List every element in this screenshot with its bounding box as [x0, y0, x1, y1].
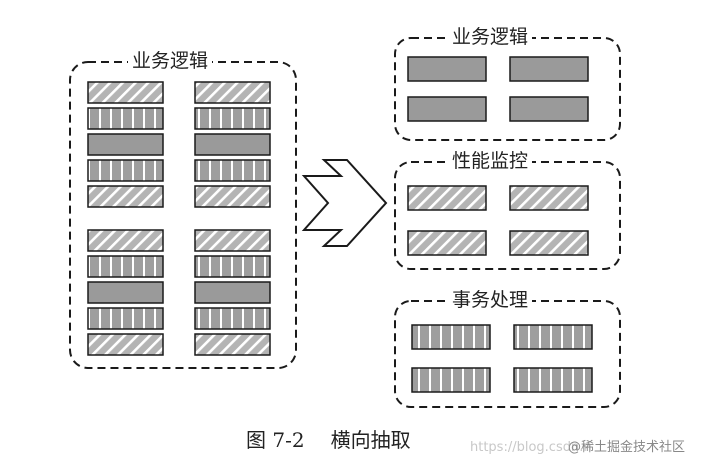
band-vertical [194, 159, 271, 182]
band-vertical [194, 107, 271, 130]
band-solid [194, 281, 271, 304]
vertical-block [513, 367, 593, 393]
left-stack-top-left [87, 81, 164, 208]
band-vertical [87, 255, 164, 278]
figure-title: 横向抽取 [330, 428, 411, 452]
band-diagonal [194, 333, 271, 356]
band-solid [87, 133, 164, 156]
band-vertical [194, 255, 271, 278]
diagonal-block [509, 185, 589, 211]
solid-block [407, 56, 487, 82]
right-business-label: 业务逻辑 [448, 26, 533, 48]
solid-block [407, 96, 487, 122]
solid-block [509, 56, 589, 82]
watermark-badge: @稀土掘金技术社区 [568, 440, 686, 455]
left-stack-bottom-left [87, 229, 164, 356]
left-group-label: 业务逻辑 [128, 50, 213, 72]
watermark-url: https://blog.csdn.n [470, 440, 592, 455]
band-vertical [194, 307, 271, 330]
left-stack-bottom-right [194, 229, 271, 356]
band-diagonal [194, 229, 271, 252]
band-diagonal [87, 185, 164, 208]
vertical-block [411, 324, 491, 350]
band-solid [194, 133, 271, 156]
diagonal-block [407, 185, 487, 211]
diagonal-block [407, 230, 487, 256]
vertical-block [513, 324, 593, 350]
band-vertical [87, 307, 164, 330]
band-diagonal [194, 81, 271, 104]
band-vertical [87, 107, 164, 130]
band-diagonal [87, 81, 164, 104]
band-diagonal [87, 229, 164, 252]
right-performance-label: 性能监控 [448, 150, 533, 172]
diagonal-block [509, 230, 589, 256]
solid-block [509, 96, 589, 122]
transform-arrow-icon [301, 159, 388, 247]
right-business-logic-group [394, 37, 621, 141]
vertical-block [411, 367, 491, 393]
band-solid [87, 281, 164, 304]
figure-number: 图 7-2 [246, 428, 305, 452]
band-vertical [87, 159, 164, 182]
band-diagonal [87, 333, 164, 356]
figure-caption: 图 7-2 横向抽取 [246, 424, 411, 453]
band-diagonal [194, 185, 271, 208]
right-transaction-label: 事务处理 [448, 289, 533, 311]
left-stack-top-right [194, 81, 271, 208]
